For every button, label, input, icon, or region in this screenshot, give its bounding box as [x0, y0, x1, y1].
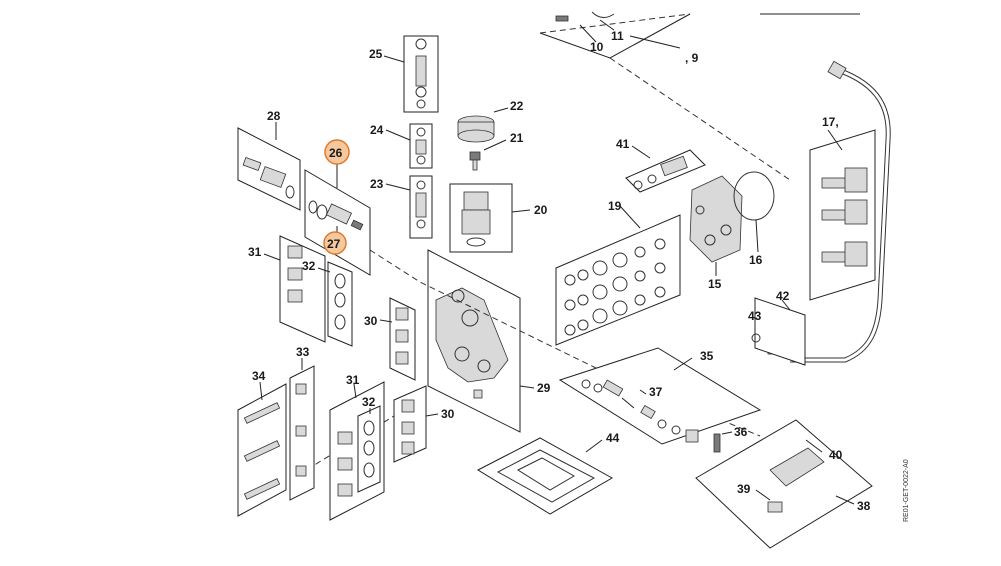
panel-24: 24 — [370, 123, 433, 169]
group-21: 21 — [469, 131, 524, 171]
panel-31-upper: 31 — [248, 235, 326, 343]
panel-17: 17, — [809, 115, 876, 301]
label-44: 44 — [606, 431, 620, 445]
label-27: 27 — [327, 237, 341, 251]
hose-assembly — [767, 60, 891, 363]
label-21: 21 — [510, 131, 524, 145]
label-41: 41 — [616, 137, 630, 151]
highlight-marker-27 — [323, 231, 347, 255]
label-9: , 9 — [685, 51, 699, 65]
label-42: 42 — [776, 289, 790, 303]
label-15: 15 — [708, 277, 722, 291]
label-28: 28 — [267, 109, 281, 123]
highlight-marker-26 — [324, 139, 350, 165]
label-35: 35 — [700, 349, 714, 363]
nozzle-17b — [821, 199, 868, 225]
panel-25: 25 — [369, 35, 439, 113]
panel-42: 42 43 — [748, 289, 806, 366]
label-36: 36 — [734, 425, 748, 439]
label-16: 16 — [749, 253, 763, 267]
label-23: 23 — [370, 177, 384, 191]
group-22: 22 — [457, 99, 524, 143]
panel-30-upper: 30 — [364, 297, 416, 381]
label-22: 22 — [510, 99, 524, 113]
panel-20: 20 — [449, 183, 548, 253]
seal-rings-19 — [564, 238, 666, 336]
group-9-10-11: 10 11 , 9 — [539, 11, 860, 65]
panel-44: 44 — [476, 431, 620, 515]
label-29: 29 — [537, 381, 551, 395]
panel-32-upper: 32 — [302, 259, 353, 347]
panel-30-lower: 30 — [393, 385, 455, 463]
panel-28: 28 — [237, 109, 301, 211]
assembly-axis-top — [609, 57, 791, 181]
panel-33: 33 — [289, 345, 315, 501]
panel-34: 34 — [237, 369, 287, 517]
label-40: 40 — [829, 448, 843, 462]
label-30-lower: 30 — [441, 407, 455, 421]
panel-32-lower: 32 — [357, 395, 381, 493]
label-32-lower: 32 — [362, 395, 376, 409]
label-10: 10 — [590, 40, 604, 54]
label-33: 33 — [296, 345, 310, 359]
nozzle-17a — [821, 167, 868, 193]
label-11: 11 — [611, 29, 624, 43]
panel-19: 19 — [555, 199, 681, 346]
panel-38: 40 38 39 — [695, 419, 873, 549]
nozzle-17c — [821, 241, 868, 267]
label-39: 39 — [737, 482, 751, 496]
panel-29: 29 — [427, 249, 551, 433]
document-id: RE01-GET-0022-A0 — [903, 459, 910, 522]
panel-26-27: 26 27 — [304, 139, 371, 276]
label-43: 43 — [748, 309, 762, 323]
label-32-upper: 32 — [302, 259, 316, 273]
label-17: 17, — [822, 115, 839, 129]
label-25: 25 — [369, 47, 383, 61]
panel-23: 23 — [370, 175, 433, 239]
label-26: 26 — [329, 146, 343, 160]
label-37: 37 — [649, 385, 663, 399]
label-30-upper: 30 — [364, 314, 378, 328]
panel-35: 35 37 36 — [558, 347, 762, 453]
label-34: 34 — [252, 369, 266, 383]
label-31-lower: 31 — [346, 373, 360, 387]
label-19: 19 — [608, 199, 622, 213]
label-38: 38 — [857, 499, 871, 513]
label-31-upper: 31 — [248, 245, 262, 259]
group-41: 41 — [616, 137, 706, 193]
label-24: 24 — [370, 123, 384, 137]
label-20: 20 — [534, 203, 548, 217]
group-15-16: 15 16 — [689, 171, 775, 291]
